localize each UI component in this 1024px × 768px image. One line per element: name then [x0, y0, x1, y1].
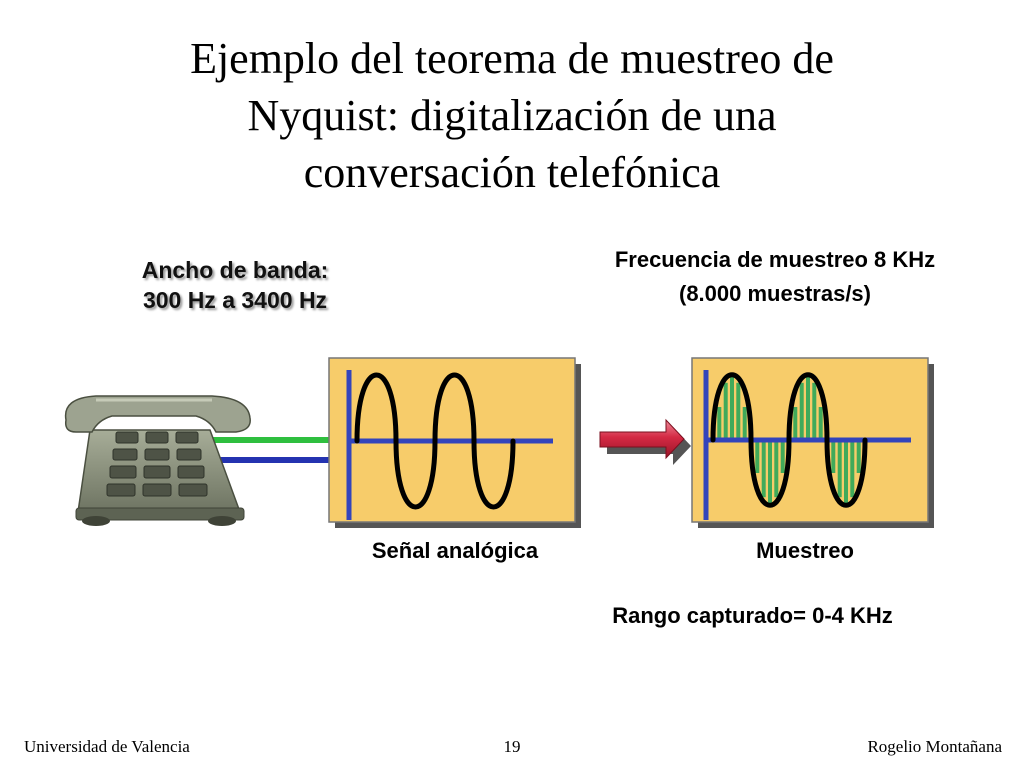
sample-bar [723, 382, 728, 440]
sampling-rate-label: Frecuencia de muestreo 8 KHz (8.000 mues… [540, 243, 1010, 311]
title-line-1: Ejemplo del teorema de muestreo de [190, 34, 834, 83]
sample-bar [755, 440, 760, 473]
sample-bar [806, 374, 810, 440]
sample-bar [768, 440, 772, 506]
sample-bar [856, 440, 861, 473]
sample-bar [831, 440, 836, 473]
bandwidth-line-2: 300 Hz a 3400 Hz [142, 287, 328, 313]
analog-signal-caption: Señal analógica [371, 538, 539, 563]
footer-page-number: 19 [503, 737, 521, 756]
sample-bar [799, 382, 804, 440]
arrow-right-icon [599, 418, 691, 465]
bandwidth-line-1: Ancho de banda: [141, 257, 329, 283]
title-line-3: conversación telefónica [303, 148, 721, 197]
analog-waveform [354, 372, 516, 510]
captured-range-label: Rango capturado= 0-4 KHz [612, 603, 893, 628]
sample-bar [793, 407, 798, 440]
sample-bar [780, 440, 785, 473]
sample-bar [730, 374, 734, 440]
bandwidth-label: Ancho de banda: 300 Hz a 3400 Hz [60, 255, 410, 315]
footer-university: Universidad de Valencia [24, 737, 190, 756]
sampling-caption: Muestreo [756, 538, 854, 563]
analog-signal-panel [328, 357, 581, 528]
sample-bar [761, 440, 766, 498]
sampled-waveform [710, 372, 868, 508]
telephone-icon [64, 395, 251, 526]
sampled-signal-panel [691, 357, 934, 528]
sample-bar [837, 440, 842, 498]
sampling-line-1: Frecuencia de muestreo 8 KHz [614, 247, 936, 272]
sample-bar [812, 382, 817, 440]
sample-bars [717, 374, 861, 506]
sample-bar [844, 440, 848, 506]
sampling-line-2: (8.000 muestras/s) [679, 281, 871, 306]
sample-bar [736, 382, 741, 440]
sample-bar [717, 407, 722, 440]
sample-bar [818, 407, 823, 440]
sample-bar [850, 440, 855, 498]
sample-bar [742, 407, 747, 440]
sample-bar [774, 440, 779, 498]
slide-title: Ejemplo del teorema de muestreo de Nyqui… [62, 30, 962, 201]
footer-author: Rogelio Montañana [867, 737, 1002, 756]
title-line-2: Nyquist: digitalización de una [247, 91, 777, 140]
